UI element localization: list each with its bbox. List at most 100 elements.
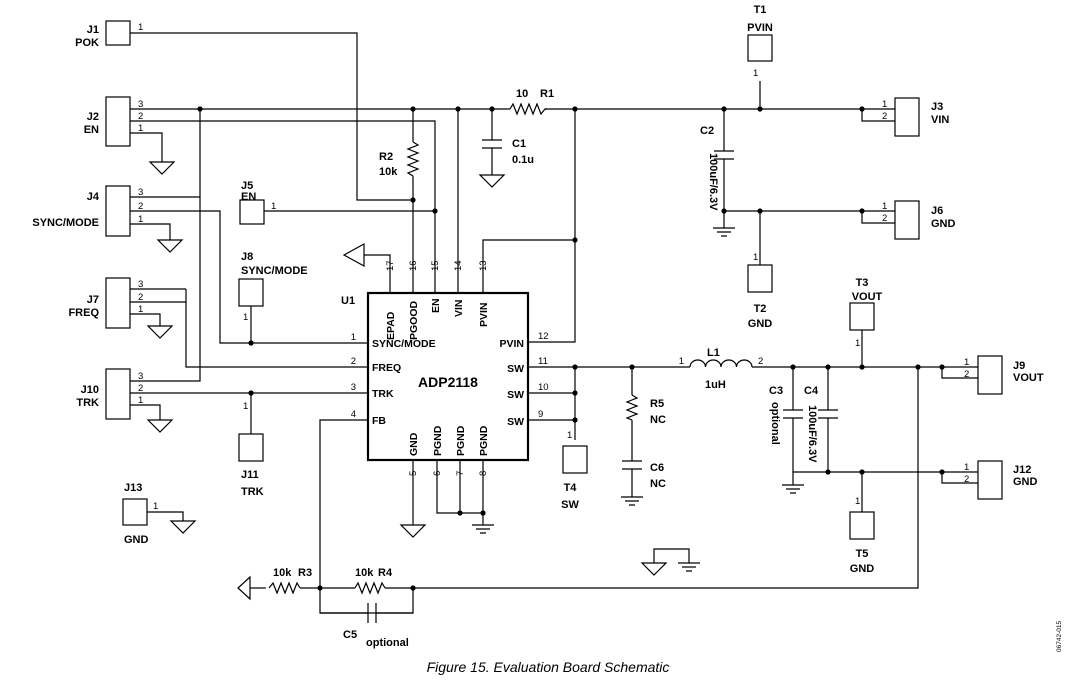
t5-name: GND — [850, 563, 875, 575]
pin-number-15: 15 — [430, 260, 441, 271]
j8-pin-1: 1 — [243, 312, 248, 323]
j3-pin-1: 1 — [882, 99, 887, 110]
j9-pin-1: 1 — [964, 357, 969, 368]
j10-pin-2: 2 — [138, 383, 143, 394]
pin-name-en: EN — [430, 298, 442, 313]
j1-box — [105, 20, 131, 46]
j6-box — [894, 200, 920, 240]
t2-box — [747, 264, 773, 293]
epad-ground-triangle-icon — [342, 242, 365, 268]
pin-number-5: 5 — [408, 471, 419, 476]
l1-pin-2: 2 — [758, 356, 763, 367]
r5-ref: R5 — [650, 398, 664, 410]
pin-name-pgnd-7: PGND — [455, 425, 467, 456]
r3-ref: R3 — [298, 567, 312, 579]
j4-name: SYNC/MODE — [32, 217, 99, 229]
j1-name: POK — [75, 37, 99, 49]
c2-symbol — [714, 150, 734, 160]
j9-ref: J9 — [1013, 360, 1025, 372]
j7-pin-3: 3 — [138, 279, 143, 290]
pin-number-11: 11 — [538, 356, 548, 367]
j9-name: VOUT — [1013, 372, 1044, 384]
r1-ref: R1 — [540, 88, 554, 100]
j13-pin-1: 1 — [153, 501, 158, 512]
earth-ground-icon — [782, 484, 804, 494]
j11-name: TRK — [241, 486, 264, 498]
r1-value: 10 — [516, 88, 528, 100]
j11-box — [238, 433, 264, 462]
ground-triangle-icon — [169, 520, 197, 534]
ground-triangle-icon — [148, 161, 176, 175]
r4-symbol — [354, 581, 386, 595]
ground-triangle-icon — [478, 174, 506, 188]
pin-name-sync-mode: SYNC/MODE — [372, 338, 436, 350]
c1-ref: C1 — [512, 138, 526, 150]
j7-box — [105, 277, 131, 329]
pin-name-pgood: PGOOD — [408, 300, 420, 340]
fb-ground-triangle-icon — [237, 575, 251, 601]
c5-ref: C5 — [343, 629, 357, 641]
t1-name: PVIN — [747, 22, 773, 34]
connector-boxes — [105, 20, 1003, 540]
u1-ref: U1 — [341, 295, 355, 307]
j10-pin-3: 3 — [138, 371, 143, 382]
ground-triangle-icon — [146, 325, 174, 339]
r2-ref: R2 — [379, 151, 393, 163]
pin-name-pvin-right: PVIN — [499, 338, 524, 350]
j1-pin-1: 1 — [138, 22, 143, 33]
j6-pin-1: 1 — [882, 201, 887, 212]
j10-pin-1: 1 — [138, 395, 143, 406]
j6-ref: J6 — [931, 205, 943, 217]
u1-pin-stubs — [389, 275, 484, 293]
pin-name-sw-10: SW — [507, 389, 524, 401]
pin-number-9: 9 — [538, 409, 543, 420]
c6-symbol — [622, 460, 642, 470]
c4-ref: C4 — [804, 385, 819, 397]
c1-value: 0.1u — [512, 154, 534, 166]
j3-ref: J3 — [931, 101, 943, 113]
j11-pin-1: 1 — [243, 401, 248, 412]
pin-name-epad: EPAD — [385, 311, 397, 340]
c5-symbol — [367, 603, 377, 623]
r5-value: NC — [650, 414, 666, 426]
pin-name-vin: VIN — [453, 299, 465, 317]
pin-number-2: 2 — [351, 356, 356, 367]
pin-number-14: 14 — [453, 260, 464, 271]
j8-name: SYNC/MODE — [241, 265, 308, 277]
j4-pin-3: 3 — [138, 187, 143, 198]
pin-number-8: 8 — [478, 471, 489, 476]
j13-ref: J13 — [124, 482, 142, 494]
pin-name-sw-11: SW — [507, 363, 524, 375]
j3-pin-2: 2 — [882, 111, 887, 122]
j2-pin-1: 1 — [138, 123, 143, 134]
l1-value: 1uH — [705, 379, 726, 391]
t5-ref: T5 — [856, 548, 869, 560]
t4-pin-1: 1 — [567, 430, 572, 441]
r5-symbol — [625, 394, 639, 421]
t3-pin-1: 1 — [855, 338, 860, 349]
ground-triangle-icon — [156, 239, 184, 253]
j5-ref: J5 — [241, 180, 253, 192]
r3-symbol — [268, 581, 301, 595]
earth-ground-icon — [713, 227, 735, 237]
c2-ref: C2 — [700, 125, 714, 137]
pin-name-pgnd-8: PGND — [478, 425, 490, 456]
j9-pin-2: 2 — [964, 369, 969, 380]
r4-value: 10k — [355, 567, 374, 579]
pin-number-7: 7 — [455, 471, 466, 476]
j12-pin-2: 2 — [964, 474, 969, 485]
junctions — [197, 106, 945, 591]
c6-ref: C6 — [650, 462, 664, 474]
j13-name: GND — [124, 534, 149, 546]
wires — [130, 32, 978, 614]
j10-ref: J10 — [81, 384, 99, 396]
l1-pin-1: 1 — [679, 356, 684, 367]
r1-symbol — [509, 102, 547, 116]
pin-name-sw-9: SW — [507, 416, 524, 428]
document-id: 06742-015 — [1056, 621, 1063, 652]
j5-box — [239, 199, 265, 225]
j4-pin-2: 2 — [138, 201, 143, 212]
j5-pin-1: 1 — [271, 201, 276, 212]
j1-ref: J1 — [87, 24, 99, 36]
ground-triangle-icon — [146, 419, 174, 433]
